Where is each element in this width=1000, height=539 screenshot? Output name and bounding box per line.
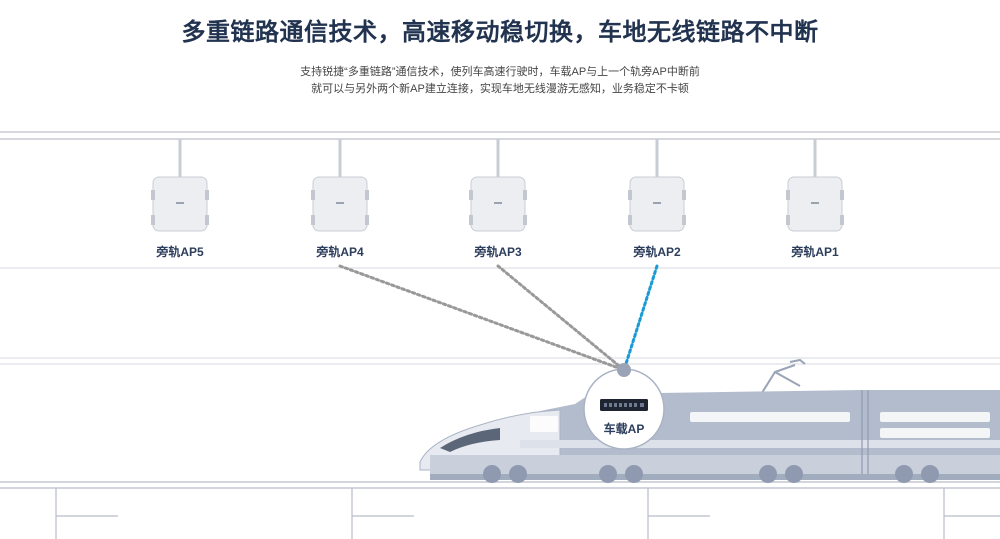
trackside-ap-device	[151, 139, 209, 232]
trackside-ap-label: 旁轨AP5	[156, 245, 204, 259]
trackside-ap-device	[628, 139, 686, 232]
platform-floor	[0, 481, 1000, 539]
subtitle-line-1: 支持锐捷“多重链路”通信技术，使列车高速行驶时，车载AP与上一个轨旁AP中断前	[300, 66, 700, 78]
standby-link	[338, 264, 626, 372]
page-title: 多重链路通信技术，高速移动稳切换，车地无线链路不中断	[181, 19, 819, 46]
trackside-ap-device	[786, 139, 844, 232]
tunnel-lines	[0, 267, 1000, 365]
trackside-ap-device	[311, 139, 369, 232]
trackside-ap-label: 旁轨AP1	[791, 245, 839, 259]
trackside-ap-device	[469, 139, 527, 232]
train	[419, 358, 1000, 483]
trackside-ap-group	[151, 139, 844, 232]
trackside-ap-label: 旁轨AP3	[474, 245, 522, 259]
subtitle-line-2: 就可以与另外两个新AP建立连接，实现车地无线漫游无感知，业务稳定不卡顿	[311, 83, 689, 95]
trackside-ap-label: 旁轨AP2	[633, 245, 681, 259]
standby-link	[496, 264, 626, 372]
onboard-ap	[583, 363, 665, 450]
wireless-links	[338, 264, 659, 372]
ceiling-rail	[0, 131, 1000, 140]
onboard-ap-label: 车载AP	[603, 422, 645, 436]
trackside-ap-label: 旁轨AP4	[316, 245, 364, 259]
active-link	[622, 264, 659, 372]
